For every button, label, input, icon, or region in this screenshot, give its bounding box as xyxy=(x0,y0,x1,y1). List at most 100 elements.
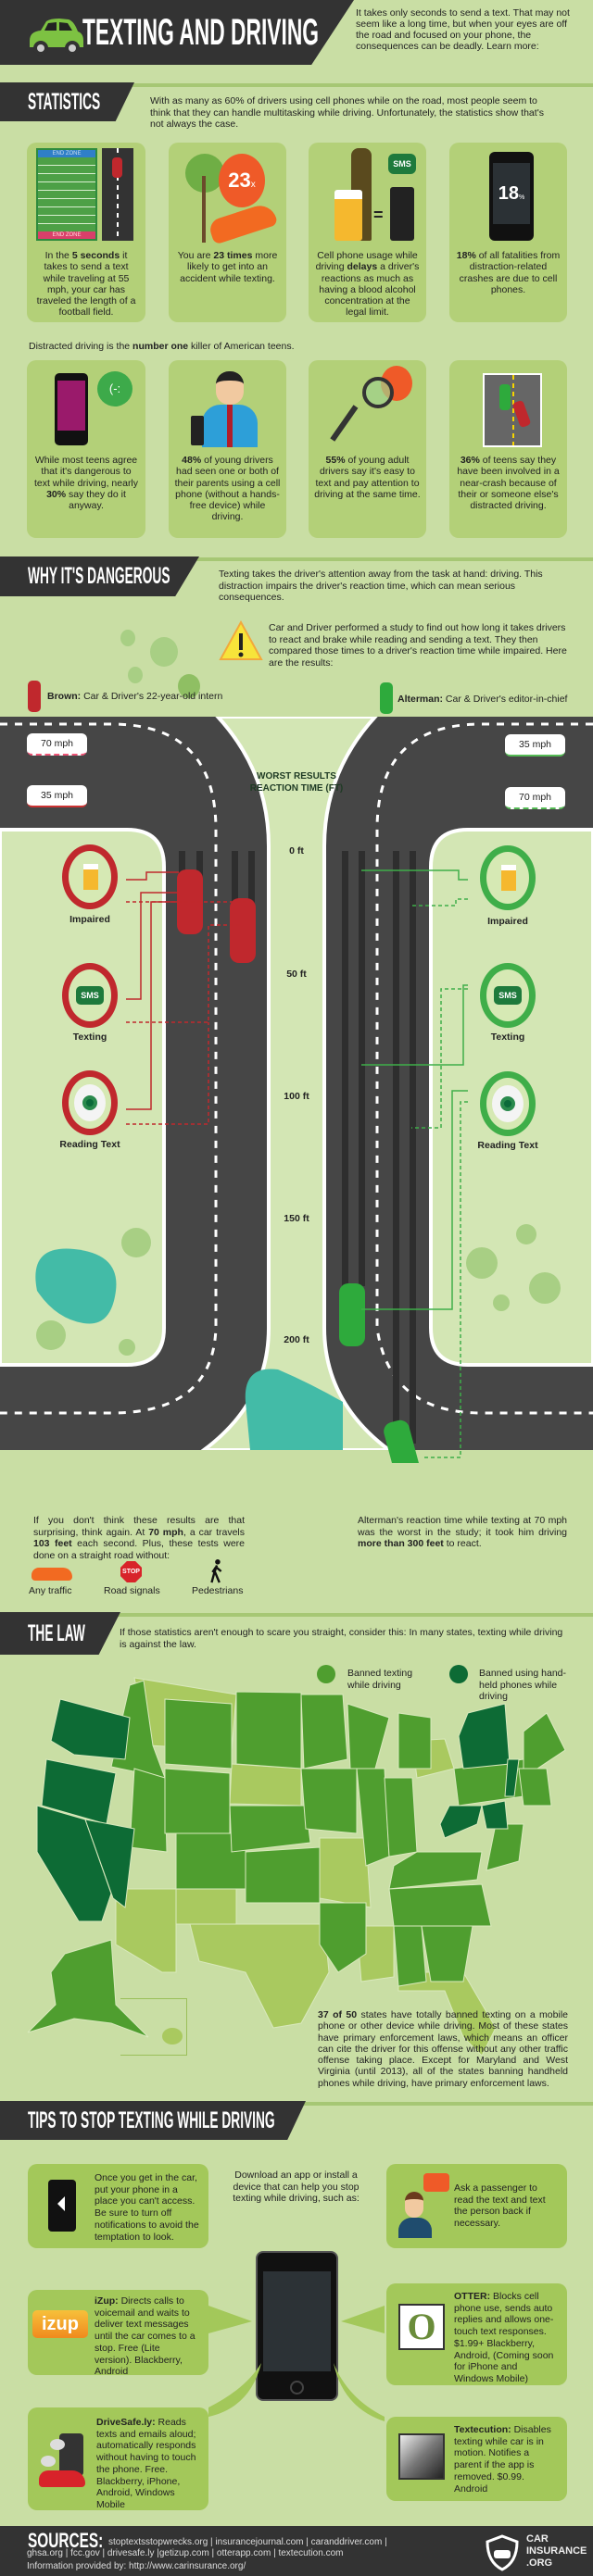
muted-phone-icon xyxy=(48,2180,76,2232)
traffic-icon xyxy=(32,1568,72,1581)
reading-text-icon xyxy=(480,1071,536,1136)
stat-card-23-times: 23x You are 23 times more likely to get … xyxy=(169,143,286,322)
tick-label: 0 ft xyxy=(289,845,304,857)
reading-text-icon xyxy=(62,1070,118,1135)
shield-logo-icon xyxy=(486,2534,519,2571)
statistics-intro: With as many as 60% of drivers using cel… xyxy=(150,95,544,130)
pond xyxy=(35,1248,117,1324)
divider xyxy=(116,1613,593,1617)
without-road-signals: Road signals xyxy=(104,1585,160,1596)
stat-card-football: END ZONE END ZONE In the 5 seconds it ta… xyxy=(27,143,145,322)
green-car-icon xyxy=(30,19,83,56)
brown-car-impaired xyxy=(177,869,203,934)
sources-list: stoptextsstopwrecks.org | insurancejourn… xyxy=(27,2537,387,2558)
center-phone-icon xyxy=(256,2251,338,2401)
hawaii-inset xyxy=(120,1998,187,2056)
tick-label: 50 ft xyxy=(286,969,307,980)
texting-icon: SMS xyxy=(62,963,118,1028)
red-car-legend-icon xyxy=(28,681,41,712)
legend-texting-ban: Banned texting while driving xyxy=(347,1668,413,1691)
section-header-statistics: STATISTICS xyxy=(0,82,134,121)
without-pedestrians: Pedestrians xyxy=(192,1585,244,1596)
stat-card-48-percent: 48% of young drivers had seen one or bot… xyxy=(169,360,286,538)
alaska xyxy=(27,1939,149,2038)
app-drivesafe: DriveSafe.ly: Reads texts and emails alo… xyxy=(28,2407,208,2510)
tick-label: 200 ft xyxy=(284,1334,309,1345)
intro-text: It takes only seconds to send a text. Th… xyxy=(356,7,570,52)
warning-icon xyxy=(219,620,263,660)
texting-icon: SMS xyxy=(480,963,536,1028)
badge-23x: 23x xyxy=(219,154,265,207)
skid-marks-right xyxy=(342,851,416,1444)
app-izup: izup iZup: Directs calls to voicemail an… xyxy=(28,2290,208,2377)
green-car-legend-icon xyxy=(380,682,393,714)
stat-card-55-percent: 55% of young adult drivers say it's easy… xyxy=(309,360,426,538)
alterman-car-texting xyxy=(384,1419,421,1463)
brown-car-texting xyxy=(230,898,256,963)
speed-sign: 35 mph xyxy=(27,785,87,807)
legend-alterman: Alterman: Car & Driver's editor-in-chief xyxy=(397,694,568,705)
speed-sign: 35 mph xyxy=(505,734,565,757)
section-header-danger: WHY IT'S DANGEROUS xyxy=(0,556,199,596)
phone-icon xyxy=(390,187,414,241)
red-car-icon xyxy=(112,157,122,178)
otter-logo: O xyxy=(398,2304,445,2350)
legend-handheld-ban-swatch xyxy=(449,1665,468,1683)
hawaii xyxy=(162,2028,183,2045)
app-textecution: Textecution: Disables texting while car … xyxy=(386,2417,567,2501)
legend-handheld-ban: Banned using hand-held phones while driv… xyxy=(479,1668,566,1702)
divider xyxy=(195,557,593,561)
stat-card-30-percent: (-: While most teens agree that it's dan… xyxy=(27,360,145,538)
section-title: STATISTICS xyxy=(28,89,101,115)
page-title: TEXTING AND DRIVING xyxy=(82,12,320,53)
phone-icon xyxy=(191,416,204,445)
phone-icon xyxy=(55,373,88,445)
tick-label: 100 ft xyxy=(284,1091,309,1102)
road-strip-icon xyxy=(102,148,133,241)
orange-car-icon xyxy=(207,201,279,245)
law-intro: If those statistics aren't enough to sca… xyxy=(120,1627,563,1650)
speech-bubble-icon xyxy=(423,2173,449,2192)
pedestrian-icon xyxy=(210,1559,222,1583)
magnifier-icon xyxy=(362,377,394,408)
section-header-law: THE LAW xyxy=(0,1612,120,1655)
person-icon xyxy=(216,371,244,405)
bushes xyxy=(120,630,204,698)
speed-sign: 70 mph xyxy=(505,787,565,809)
teens-statement: Distracted driving is the number one kil… xyxy=(29,341,295,352)
near-crash-icon xyxy=(483,373,542,447)
smiley-bubble-icon: (-: xyxy=(97,371,132,406)
pond xyxy=(245,1369,343,1450)
impaired-icon xyxy=(62,844,118,909)
sms-bubble-icon: SMS xyxy=(388,154,416,174)
info-link[interactable]: Information provided by: http://www.cari… xyxy=(27,2561,246,2571)
speed-sign: 70 mph xyxy=(27,733,87,756)
impaired-icon xyxy=(480,845,536,910)
connector-wedges xyxy=(208,2306,385,2421)
legend-brown: Brown: Car & Driver's 22-year-old intern xyxy=(47,691,223,702)
textecution-logo xyxy=(398,2433,445,2480)
izup-logo: izup xyxy=(32,2310,88,2338)
us-law-map xyxy=(27,1677,566,2056)
divider xyxy=(296,2102,593,2106)
worst-result-text: Alterman's reaction time while texting a… xyxy=(358,1515,567,1549)
beer-mug-icon xyxy=(334,190,362,241)
phone-icon: 18% xyxy=(489,152,534,241)
danger-intro: Texting takes the driver's attention awa… xyxy=(219,569,543,603)
stop-sign-icon: STOP xyxy=(120,1561,142,1582)
study-text: Car and Driver performed a study to find… xyxy=(269,622,567,669)
legend-texting-ban-swatch xyxy=(317,1665,335,1683)
law-summary: 37 of 50 states have totally banned text… xyxy=(318,2009,568,2089)
surprise-text: If you don't think these results are tha… xyxy=(33,1515,246,1561)
drivesafe-icon xyxy=(39,2433,90,2489)
stat-card-alcohol: = SMS Cell phone usage while driving del… xyxy=(309,143,426,322)
alterman-car-reading xyxy=(339,1283,365,1346)
divider xyxy=(130,83,593,87)
app-otter: O OTTER: Blocks cell phone use, sends au… xyxy=(386,2283,567,2385)
app-intro: Download an app or install a device that… xyxy=(233,2170,360,2204)
passenger-icon xyxy=(405,2192,423,2218)
football-field-icon: END ZONE END ZONE xyxy=(36,148,97,241)
stat-card-18-percent: 18% 18% of all fatalities from distracti… xyxy=(449,143,567,322)
